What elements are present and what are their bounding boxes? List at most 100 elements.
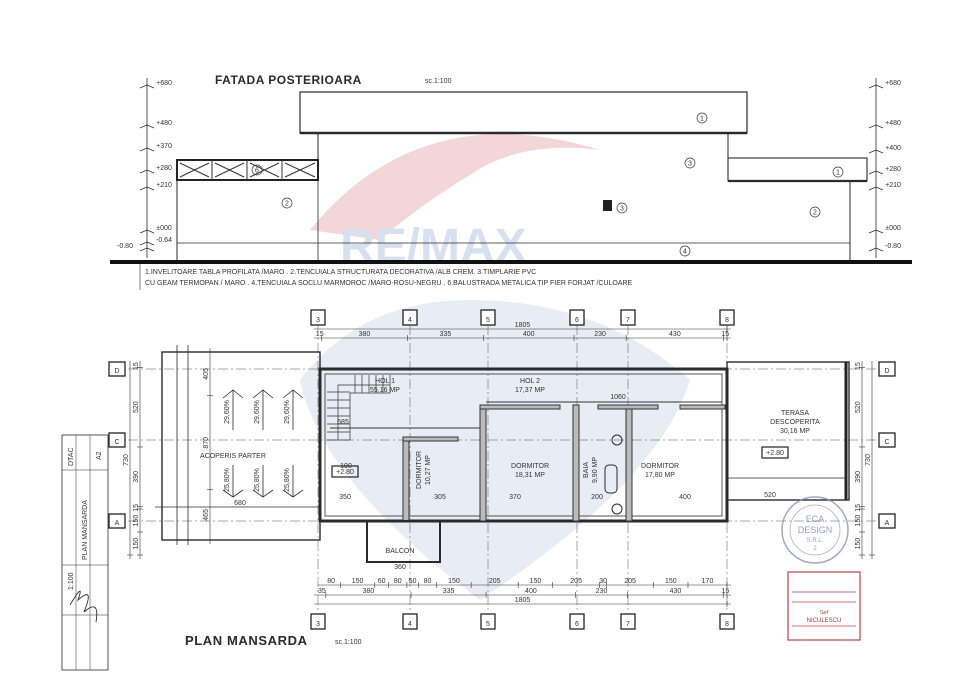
elevation-scale: sc.1:100: [425, 78, 452, 85]
dimension-label: 520: [855, 401, 862, 413]
room-area: 10,27 MP: [425, 455, 432, 485]
elevation-title: FATADA POSTERIOARA: [215, 73, 362, 87]
dimension-label: 230: [594, 331, 606, 338]
axis-bubble: [108, 513, 126, 529]
level-label: ±000: [885, 225, 901, 232]
level-arrow: [868, 124, 884, 129]
slope-arrow: [252, 389, 274, 430]
slope-arrow: [222, 465, 244, 498]
level-label: +400: [885, 145, 901, 152]
dimension-label: 150: [133, 538, 140, 550]
sink: [611, 434, 623, 446]
dimension-label: 335: [443, 588, 455, 595]
dimension-label: 15: [855, 362, 862, 370]
material-marker: [832, 166, 844, 178]
elevation-notes-line1: 1.INVELITOARE TABLA PROFILATA /MARO . 2.…: [145, 269, 536, 276]
axis-bubble: [108, 361, 126, 377]
roof-label: ACOPERIS PARTER: [200, 453, 266, 460]
level-arrow: [868, 170, 884, 175]
room-name: BALCON: [386, 548, 415, 555]
axis-bubble: [569, 613, 585, 630]
dimension-label: 15: [721, 331, 729, 338]
dimension-label: 15: [133, 504, 140, 512]
level-label: -0.80: [885, 243, 901, 250]
axis-bubble: [480, 613, 496, 630]
level-mark: +2.80: [766, 450, 784, 457]
elevation-notes-line2: CU GEAM TERMOPAN / MARO . 4.TENCUIALA SO…: [145, 280, 633, 287]
dimension-label: 1805: [515, 322, 531, 329]
slope-arrow: [282, 389, 304, 430]
material-marker-number: 1: [700, 116, 704, 123]
axis-label: 5: [486, 621, 490, 628]
material-marker-number: 3: [688, 161, 692, 168]
room-area: 9,90 MP: [592, 457, 599, 483]
slope-label: 29,60%: [224, 400, 231, 424]
dimension-label: 380: [359, 331, 371, 338]
title-block: DTAC 1:100 PLAN MANSARDA A2: [61, 434, 109, 671]
dimension-label: 335: [440, 331, 452, 338]
level-arrow: [139, 84, 155, 89]
dimension-label: 465: [203, 509, 210, 521]
level-mark-box: [761, 446, 789, 459]
axis-bubble: [480, 309, 496, 326]
inner-dimension: 305: [434, 494, 446, 501]
axis-label: D: [114, 368, 119, 375]
dimension-label: 80: [394, 578, 402, 585]
material-marker: [696, 112, 708, 124]
room-name: DORMITOR: [416, 451, 423, 489]
inner-dimension: 350: [339, 494, 351, 501]
dimension-label: 150: [665, 578, 677, 585]
room-area: 17,80 MP: [645, 472, 675, 479]
slope-label: 25,80%: [224, 468, 231, 492]
dimension-label: 230: [596, 588, 608, 595]
signature: [69, 590, 98, 623]
axis-label: 6: [575, 317, 579, 324]
level-arrow: [868, 149, 884, 154]
company-stamp: ECA DESIGN S.R.L. 2: [781, 496, 849, 564]
material-marker: [809, 206, 821, 218]
level-label: ±000: [156, 225, 172, 232]
inner-dimension: 200: [591, 494, 603, 501]
axis-bubble: [402, 309, 418, 326]
dimension-label: 150: [855, 515, 862, 527]
level-label: +280: [885, 166, 901, 173]
inner-dimension: 370: [509, 494, 521, 501]
axis-label: 5: [486, 317, 490, 324]
window-icon: [603, 200, 612, 211]
dimension-label: 205: [624, 578, 636, 585]
inner-dimension: 680: [234, 500, 246, 507]
upper-roof: [299, 91, 748, 134]
room-name: BAIA: [583, 462, 590, 478]
watermark-balloon-top: [310, 134, 600, 240]
dimension-label: 15: [855, 504, 862, 512]
level-arrow: [139, 241, 155, 246]
axis-label: D: [884, 368, 889, 375]
svg-text:Sef: Sef: [820, 610, 829, 616]
dimension-label: 730: [123, 454, 130, 466]
material-marker-number: 4: [683, 249, 687, 256]
plan-scale: sc.1:100: [335, 639, 362, 646]
inner-dimension: 190: [340, 463, 352, 470]
room-name: DESCOPERITA: [770, 419, 820, 426]
level-label: +370: [156, 143, 172, 150]
room-area: 55,16 MP: [370, 387, 400, 394]
dimension-label: 430: [670, 588, 682, 595]
terrace: [726, 361, 850, 501]
dimension-label: 405: [203, 368, 210, 380]
axis-label: 7: [626, 317, 630, 324]
level-arrow: [868, 186, 884, 191]
axis-bubble: [719, 309, 735, 326]
material-marker: [616, 202, 628, 214]
dimension-label: 390: [133, 471, 140, 483]
dimension-label: 430: [669, 331, 681, 338]
axis-label: 7: [626, 621, 630, 628]
dimension-label: 380: [363, 588, 375, 595]
level-arrow: [139, 247, 155, 252]
slope-label: 29,60%: [284, 400, 291, 424]
dimension-label: 35: [318, 588, 326, 595]
material-marker: [251, 164, 263, 176]
dimension-label: 150: [352, 578, 364, 585]
level-label: +210: [885, 182, 901, 189]
dimension-label: 30: [599, 578, 607, 585]
